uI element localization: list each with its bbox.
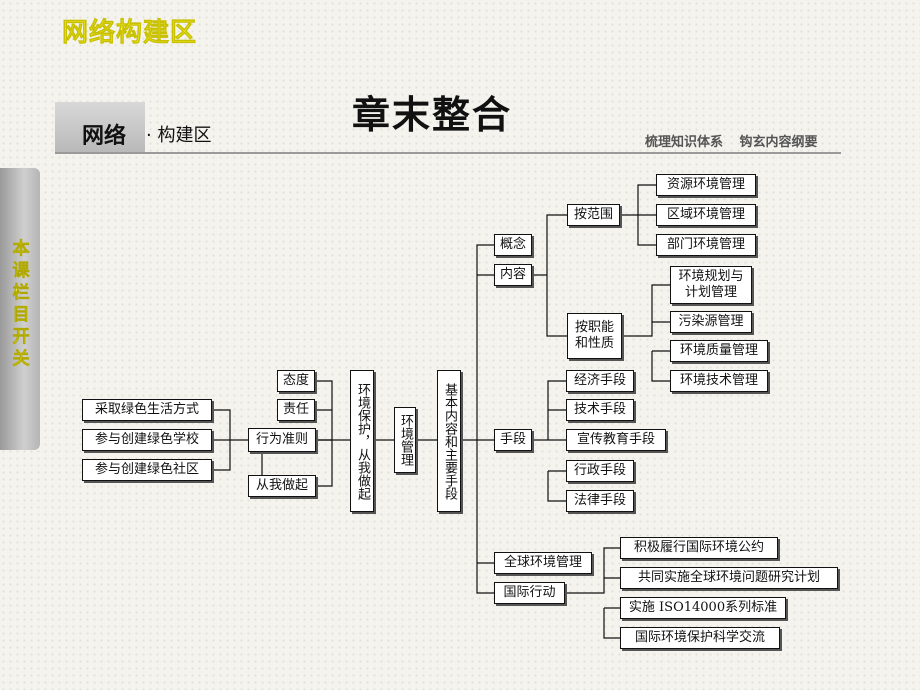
- node-science-exchange: 国际环境保护科学交流: [620, 627, 780, 649]
- node-department-env-mgmt: 部门环境管理: [656, 234, 756, 256]
- node-administrative-means: 行政手段: [566, 460, 634, 482]
- sidebar-char: 本: [12, 239, 30, 260]
- node-by-function: 按职能和性质: [567, 313, 622, 359]
- sidebar-char: 课: [12, 261, 30, 282]
- node-economic-means: 经济手段: [566, 370, 634, 392]
- node-means: 手段: [494, 429, 532, 451]
- sidebar-char: 关: [12, 349, 30, 370]
- node-content: 内容: [494, 264, 532, 286]
- sidebar-char: 目: [12, 305, 30, 326]
- chapter-title: 章末整合: [352, 93, 513, 137]
- top-title: 网络构建区: [62, 18, 198, 49]
- section-header-box: [55, 102, 145, 154]
- node-concept: 概念: [494, 234, 532, 256]
- section-title-sub: · 构建区: [146, 125, 212, 146]
- node-basic-content-means: 基本内容和主要手段: [437, 370, 461, 512]
- connector: [620, 184, 656, 246]
- node-by-scope: 按范围: [567, 204, 620, 226]
- section-slogan: 梳理知识体系 钩玄内容纲要: [645, 135, 818, 150]
- sidebar-toggle-tab[interactable]: [0, 168, 40, 450]
- node-code-of-conduct: 行为准则: [248, 428, 316, 452]
- connector: [622, 284, 670, 382]
- connector: [532, 380, 566, 502]
- node-publicity-education: 宣传教育手段: [566, 429, 666, 451]
- node-environmental-management: 环境管理: [394, 407, 416, 473]
- node-technical-means: 技术手段: [566, 399, 634, 421]
- node-iso14000: 实施 ISO14000系列标准: [620, 597, 786, 619]
- connector: [315, 380, 350, 487]
- node-green-school: 参与创建绿色学校: [82, 429, 212, 451]
- node-env-planning: 环境规划与计划管理: [670, 266, 752, 304]
- node-responsibility: 责任: [277, 399, 315, 421]
- node-pollution-source-mgmt: 污染源管理: [670, 311, 752, 333]
- connector: [532, 214, 567, 337]
- node-international-action: 国际行动: [494, 582, 565, 604]
- sidebar-char: 开: [12, 327, 30, 348]
- connector: [211, 409, 248, 471]
- node-env-quality-mgmt: 环境质量管理: [670, 340, 768, 362]
- node-global-env-management: 全球环境管理: [494, 552, 592, 574]
- node-resource-env-mgmt: 资源环境管理: [656, 174, 756, 196]
- node-legal-means: 法律手段: [566, 490, 634, 512]
- connector: [461, 244, 494, 594]
- node-joint-research-plan: 共同实施全球环境问题研究计划: [620, 567, 838, 589]
- node-fulfill-conventions: 积极履行国际环境公约: [620, 537, 778, 559]
- sidebar-char: 栏: [12, 283, 30, 304]
- node-start-with-me: 从我做起: [248, 475, 316, 497]
- node-adopt-green-lifestyle: 采取绿色生活方式: [82, 399, 212, 421]
- node-env-tech-mgmt: 环境技术管理: [670, 370, 768, 392]
- connector: [565, 547, 620, 639]
- node-green-community: 参与创建绿色社区: [82, 459, 212, 481]
- node-regional-env-mgmt: 区域环境管理: [656, 204, 756, 226]
- section-divider: [55, 152, 841, 154]
- node-attitude: 态度: [277, 370, 315, 392]
- section-title-main: 网络: [82, 124, 127, 149]
- sidebar-toggle-label[interactable]: 本 课 栏 目 开 关: [6, 238, 36, 370]
- node-environmental-protection: 环境保护，从我做起: [350, 370, 374, 512]
